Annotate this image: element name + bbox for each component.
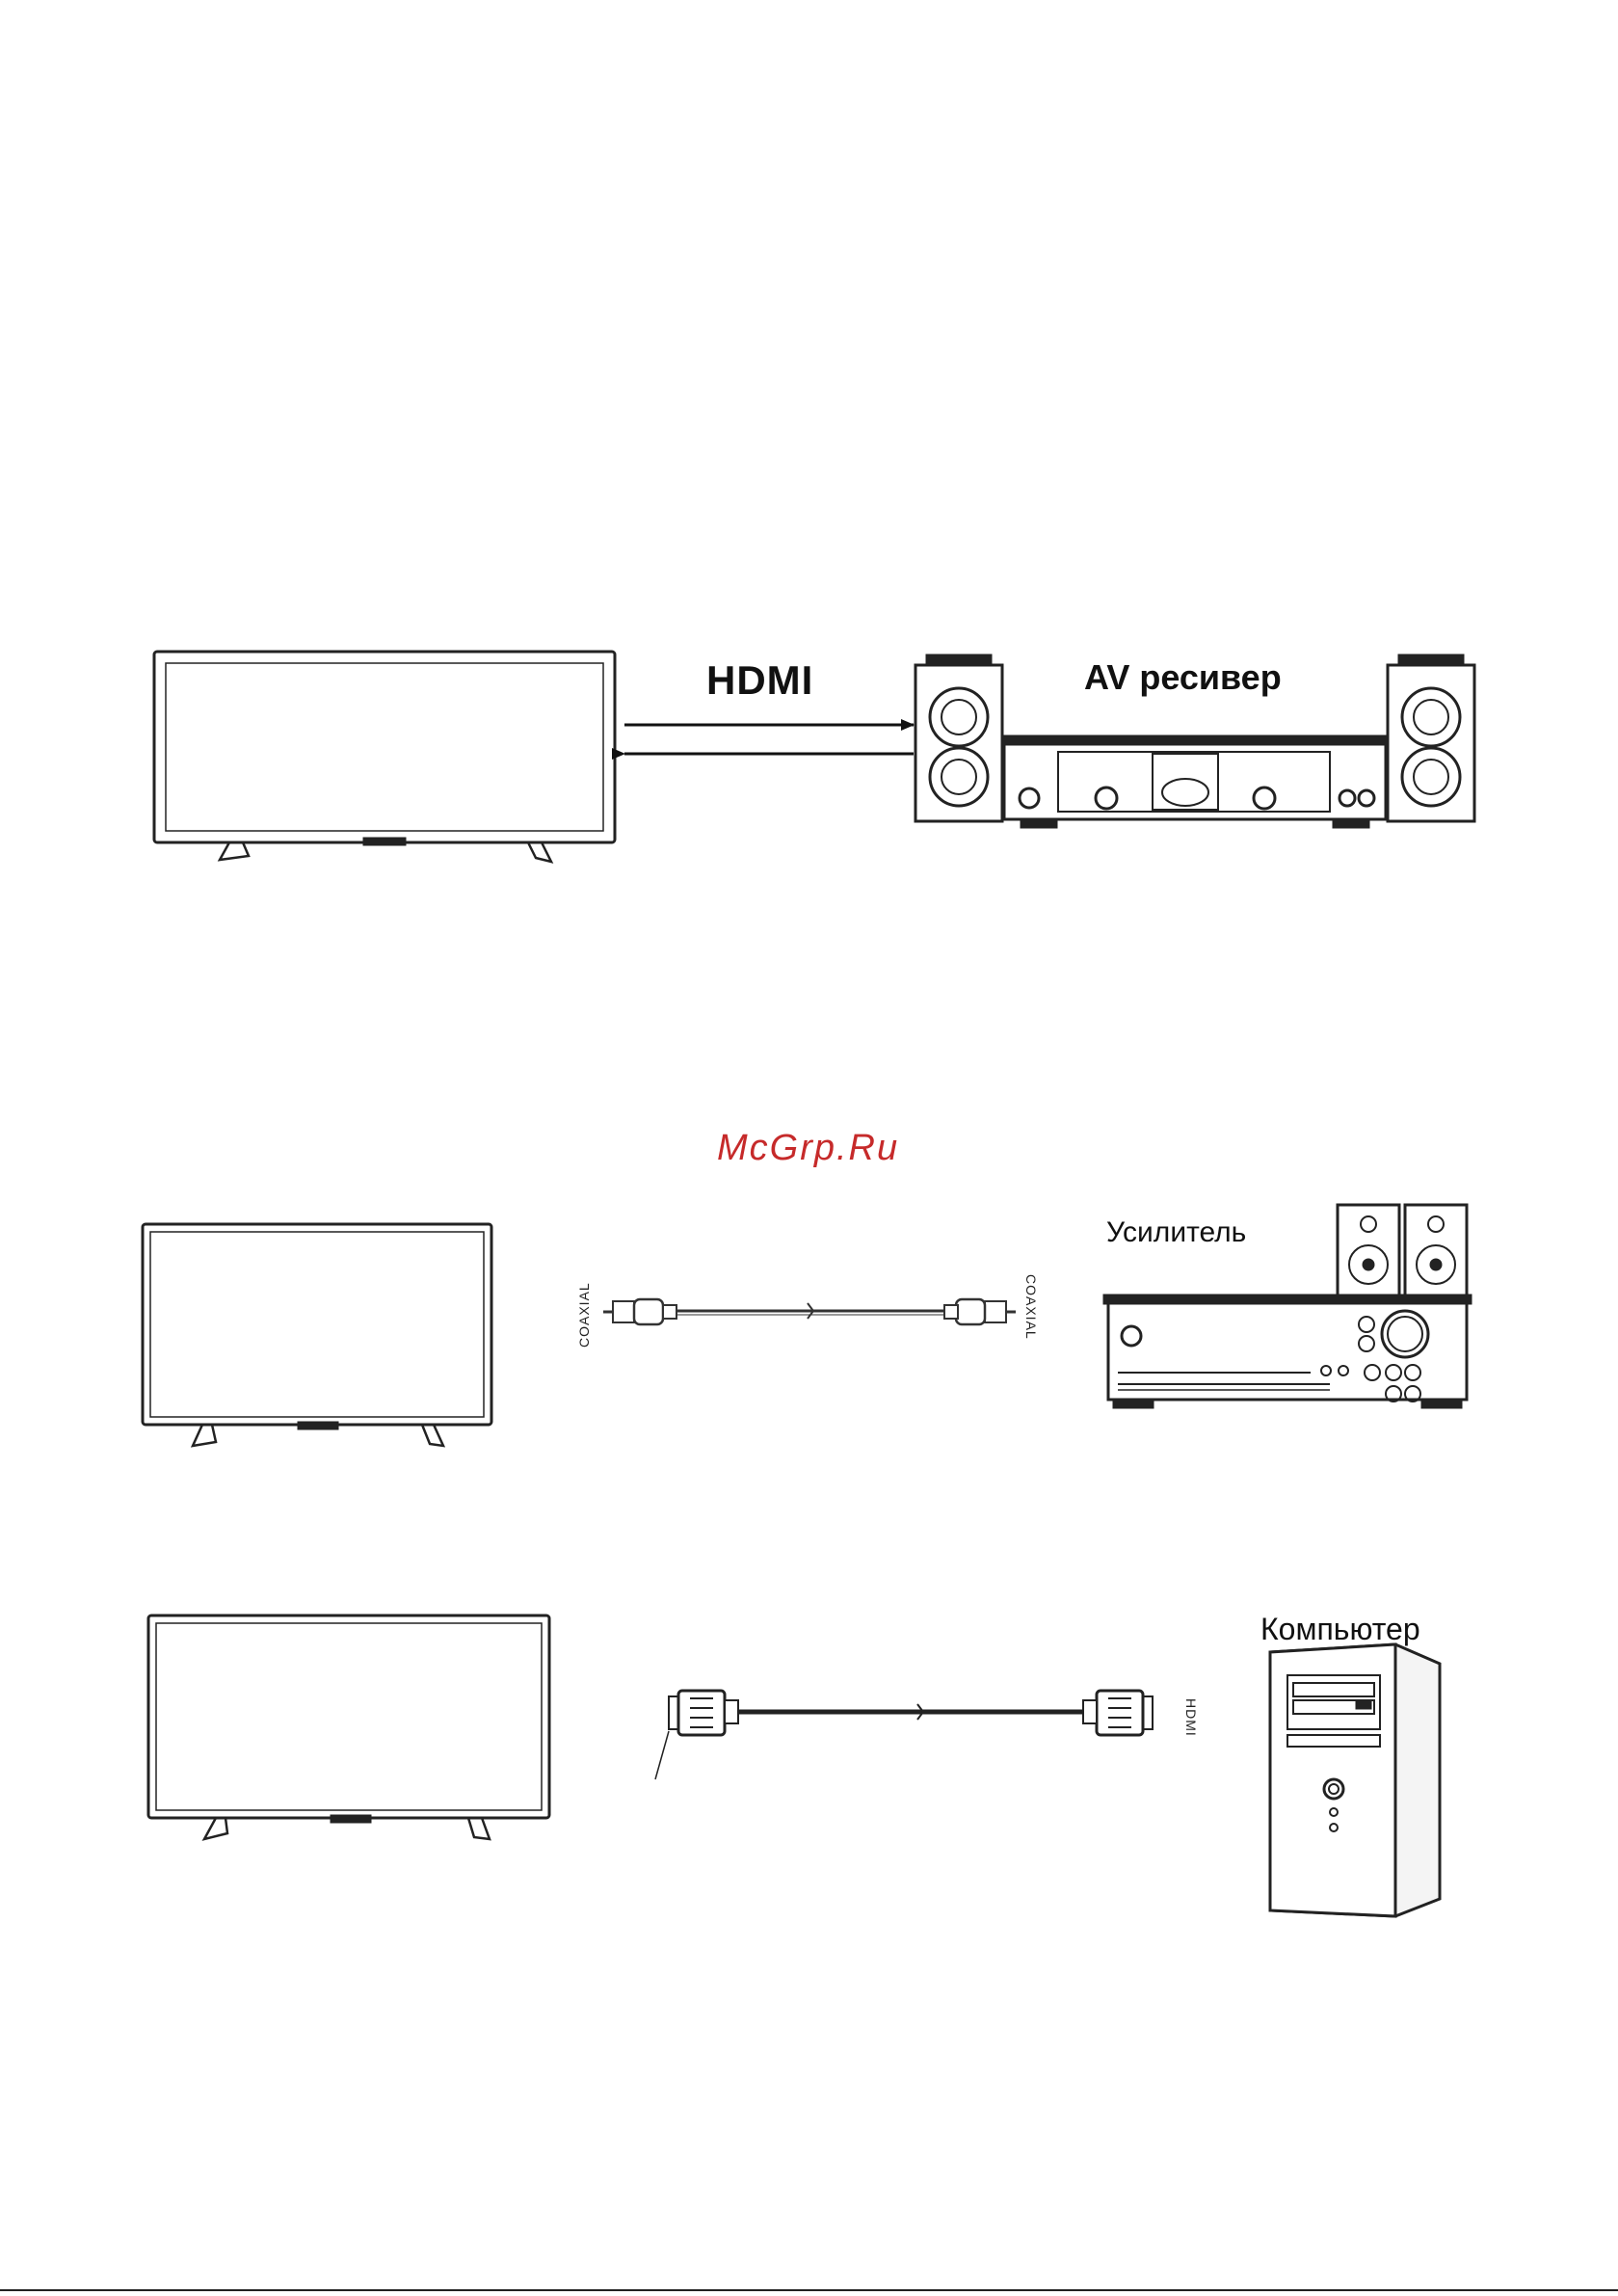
- hdmi-cable: [655, 1691, 1153, 1779]
- computer-label: Компьютер: [1260, 1612, 1420, 1647]
- speaker-left-1: [915, 655, 1002, 821]
- av-receiver-label: AV ресивер: [1084, 657, 1282, 698]
- av-receiver: [1004, 736, 1386, 827]
- amplifier-label: Усилитель: [1106, 1216, 1246, 1249]
- coaxial-label-left: COAXIAL: [576, 1282, 592, 1348]
- tv-3: [148, 1615, 549, 1839]
- speaker-right-1: [1388, 655, 1474, 821]
- computer-tower: [1270, 1644, 1440, 1916]
- hdmi-connection-label: HDMI: [706, 657, 813, 704]
- hdmi-cable-label: HDMI: [1183, 1698, 1199, 1737]
- watermark: McGrp.Ru: [717, 1128, 899, 1169]
- coaxial-label-right: COAXIAL: [1023, 1274, 1039, 1340]
- coaxial-cable: [603, 1299, 1016, 1324]
- tv-2: [143, 1224, 491, 1446]
- tv-1: [154, 652, 615, 862]
- hdmi-arrows: [624, 725, 914, 754]
